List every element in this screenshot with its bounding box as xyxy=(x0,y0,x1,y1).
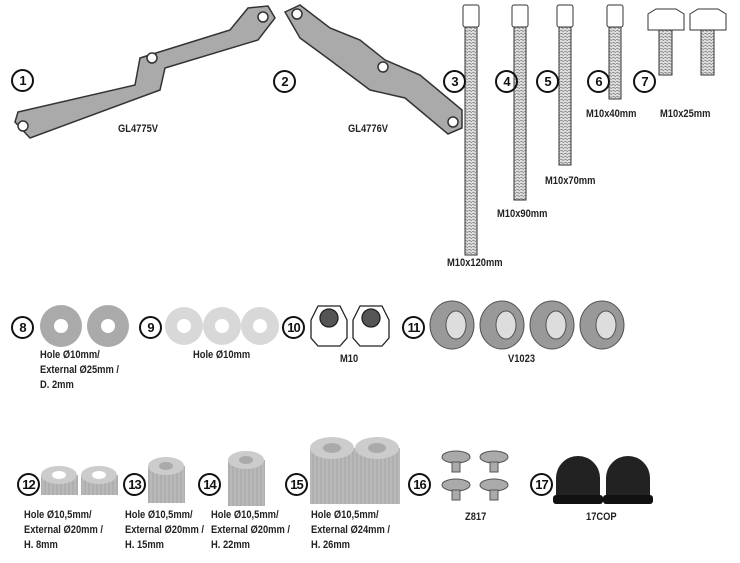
spacers xyxy=(41,437,400,506)
part-number-9: 9 xyxy=(139,316,162,339)
part-number-3: 3 xyxy=(443,70,466,93)
bushings-v1023 xyxy=(429,300,625,350)
part-label-8: Hole Ø10mm/External Ø25mm /D. 2mm xyxy=(40,349,119,391)
part-label-7: M10x25mm xyxy=(660,108,711,120)
part-label-13: Hole Ø10,5mm/External Ø20mm /H. 15mm xyxy=(125,509,204,551)
part-number-1: 1 xyxy=(11,69,34,92)
part-number-16: 16 xyxy=(408,473,431,496)
part-label-12: Hole Ø10,5mm/External Ø20mm /H. 8mm xyxy=(24,509,103,551)
washers-8 xyxy=(40,305,129,347)
part-number-13: 13 xyxy=(123,473,146,496)
part-number-4: 4 xyxy=(495,70,518,93)
part-label-6: M10x40mm xyxy=(586,108,637,120)
bracket-gl4776v xyxy=(283,4,463,135)
nuts-m10 xyxy=(310,305,390,347)
part-label-14: Hole Ø10,5mm/External Ø20mm /H. 22mm xyxy=(211,509,290,551)
part-label-16: Z817 xyxy=(465,511,487,523)
bolts-long xyxy=(462,4,624,256)
part-label-1: GL4775V xyxy=(118,123,159,135)
part-number-12: 12 xyxy=(17,473,40,496)
part-label-17: 17COP xyxy=(586,511,617,523)
part-number-8: 8 xyxy=(11,316,34,339)
part-number-11: 11 xyxy=(402,316,425,339)
part-number-2: 2 xyxy=(273,70,296,93)
part-label-5: M10x70mm xyxy=(545,175,596,187)
caps-17cop xyxy=(553,456,653,504)
hex-bolts xyxy=(647,8,727,76)
part-number-17: 17 xyxy=(530,473,553,496)
part-number-15: 15 xyxy=(285,473,308,496)
part-number-7: 7 xyxy=(633,70,656,93)
part-label-9: Hole Ø10mm xyxy=(193,349,251,361)
washers-9 xyxy=(165,307,279,345)
part-number-10: 10 xyxy=(282,316,305,339)
clips-z817 xyxy=(441,450,509,501)
part-label-10: M10 xyxy=(340,353,359,365)
part-label-2: GL4776V xyxy=(348,123,389,135)
part-label-15: Hole Ø10,5mm/External Ø24mm /H. 26mm xyxy=(311,509,390,551)
part-label-3: M10x120mm xyxy=(447,257,503,269)
part-label-4: M10x90mm xyxy=(497,208,548,220)
part-number-6: 6 xyxy=(587,70,610,93)
part-number-14: 14 xyxy=(198,473,221,496)
bracket-gl4775v xyxy=(14,5,276,139)
part-label-11: V1023 xyxy=(508,353,536,365)
part-number-5: 5 xyxy=(536,70,559,93)
